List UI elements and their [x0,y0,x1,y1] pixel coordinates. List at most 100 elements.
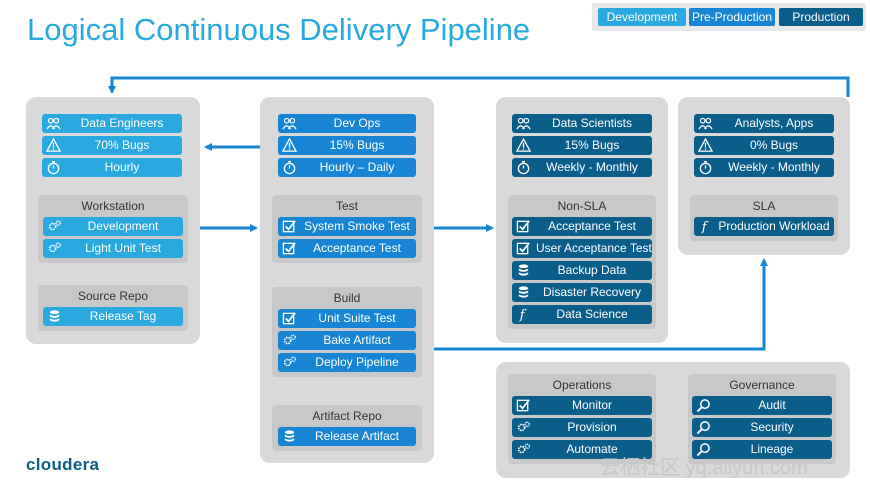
function-icon: f [519,308,527,322]
warning-icon [516,138,531,152]
checkbox-icon [516,220,530,233]
sla-section: SLA f Production Workload [690,195,838,241]
gears-icon [283,334,297,345]
people-icon [516,117,531,130]
checkbox-icon [516,399,530,412]
feedback-loop-arrow [108,76,850,97]
people-icon [46,117,61,130]
cloudera-logo: cloudera [26,455,100,474]
magnifier-icon [696,421,710,435]
warning-icon [282,138,297,152]
checkbox-icon [516,242,530,255]
section-title: Artifact Repo [312,409,382,423]
non-sla-item: Disaster Recovery [512,283,652,302]
data-science-column: Data Scientists 15% Bugs Weekly - Monthl… [496,97,668,343]
database-icon [49,310,60,322]
bug-rate-pill: 70% Bugs [42,136,182,155]
frequency-pill: Weekly - Monthly [512,158,652,177]
database-icon [518,264,529,276]
non-sla-item: User Acceptance Test [512,239,652,258]
source-repo-section: Source Repo Release Tag [38,285,188,331]
non-sla-item: Backup Data [512,261,652,280]
production-column: Analysts, Apps 0% Bugs Weekly - Monthly … [678,97,850,255]
section-title: Test [335,199,358,213]
operations-section: Operations Monitor Provision Automate [508,374,656,464]
section-title: Governance [729,378,795,392]
page-title: Logical Continuous Delivery Pipeline [27,12,531,47]
governance-section: Governance Audit Security Lineage [688,374,836,464]
workstation-section: Workstation Development Light Unit Test [38,195,188,263]
legend-pre-production: Pre-Production [689,8,775,26]
build-item: Deploy Pipeline [278,353,416,372]
governance-item: Lineage [692,440,832,459]
people-icon [282,117,297,130]
checkbox-icon [282,312,296,325]
gears-icon [48,220,62,231]
test-section: Test System Smoke Test Acceptance Test [272,195,422,263]
magnifier-icon [696,399,710,413]
bug-rate-pill: 0% Bugs [694,136,834,155]
section-title: Workstation [81,199,145,213]
gears-icon [283,356,297,367]
operations-item: Monitor [512,396,652,415]
non-sla-item: Acceptance Test [512,217,652,236]
watermark: 云栖社区 yq.aliyun.com [600,457,808,479]
non-sla-item: f Data Science [512,305,652,324]
stopwatch-icon [47,160,60,175]
gears-icon [48,242,62,253]
svg-text:f: f [519,308,527,322]
operations-item: Provision [512,418,652,437]
stopwatch-icon [517,160,530,175]
bug-rate-pill: 15% Bugs [512,136,652,155]
function-icon: f [701,220,709,234]
stopwatch-icon [699,160,712,175]
ops-governance-panel: Operations Monitor Provision Automate Go… [496,362,850,478]
section-title: Build [333,291,361,305]
devops-column: Dev Ops 15% Bugs Hourly – Daily Test Sys… [260,97,434,463]
frequency-pill: Weekly - Monthly [694,158,834,177]
role-pill: Dev Ops [278,114,416,133]
database-icon [518,286,529,298]
svg-text:f: f [701,220,709,234]
non-sla-section: Non-SLA Acceptance Test User Acceptance … [508,195,656,329]
workstation-item: Development [43,217,183,236]
artifact-repo-item: Release Artifact [278,427,416,446]
frequency-pill: Hourly – Daily [278,158,416,177]
governance-item: Security [692,418,832,437]
checkbox-icon [282,220,296,233]
database-icon [284,430,295,442]
warning-icon [46,138,61,152]
artifact-repo-section: Artifact Repo Release Artifact [272,405,422,451]
test-item: Acceptance Test [278,239,416,258]
governance-item: Audit [692,396,832,415]
arrow-build-to-sla [434,258,768,351]
operations-item: Automate [512,440,652,459]
build-item: Bake Artifact [278,331,416,350]
sla-item: f Production Workload [694,217,834,236]
section-title: SLA [752,199,776,213]
role-pill: Analysts, Apps [694,114,834,133]
frequency-pill: Hourly [42,158,182,177]
section-title: Operations [552,378,612,392]
people-icon [698,117,713,130]
bug-rate-pill: 15% Bugs [278,136,416,155]
build-section: Build Unit Suite Test Bake Artifact Depl… [272,287,422,377]
gears-icon [517,421,531,432]
workstation-item: Light Unit Test [43,239,183,258]
legend-production: Production [779,8,863,26]
source-repo-item: Release Tag [43,307,183,326]
role-pill: Data Engineers [42,114,182,133]
warning-icon [698,138,713,152]
section-title: Non-SLA [557,199,607,213]
role-pill: Data Scientists [512,114,652,133]
section-title: Source Repo [77,289,149,303]
dev-column: Data Engineers 70% Bugs Hourly Workstati… [26,97,200,344]
magnifier-icon [696,443,710,457]
legend: Development Pre-Production Production [592,3,866,31]
legend-development: Development [598,8,686,26]
gears-icon [517,443,531,454]
stopwatch-icon [283,160,296,175]
test-item: System Smoke Test [278,217,416,236]
checkbox-icon [282,242,296,255]
build-item: Unit Suite Test [278,309,416,328]
